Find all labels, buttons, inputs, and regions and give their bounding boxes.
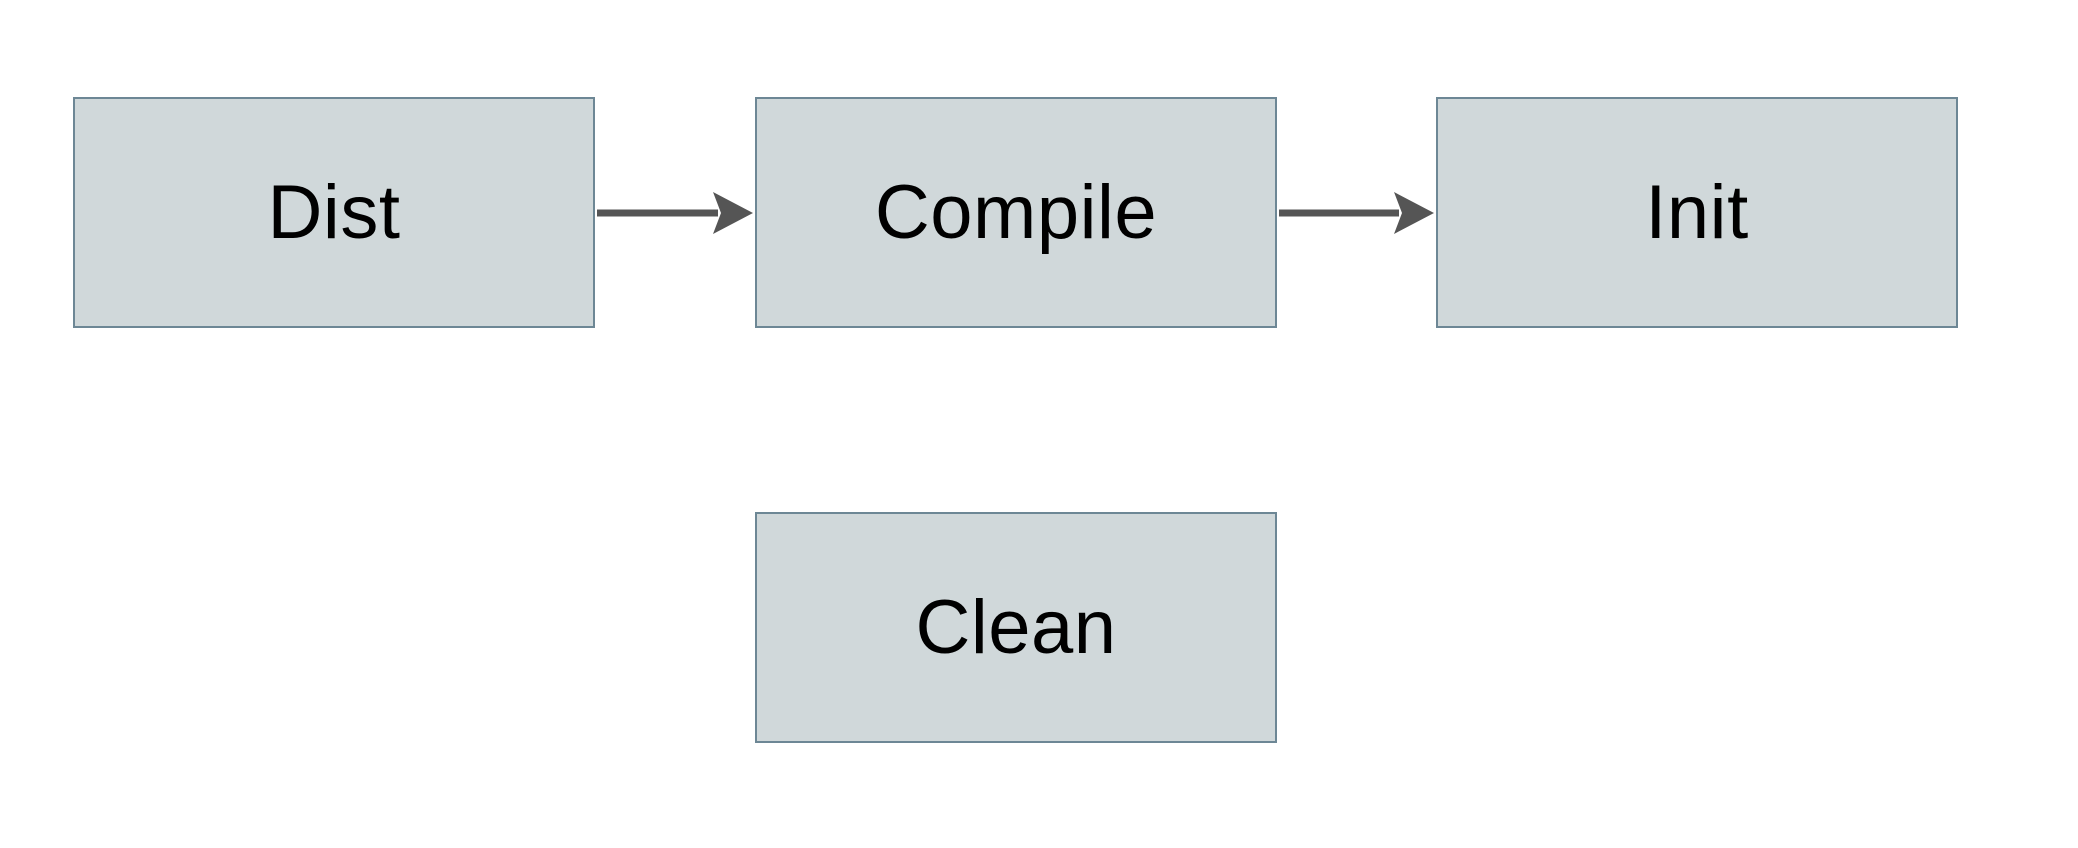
node-label-clean: Clean (915, 584, 1117, 670)
node-compile[interactable]: Compile (755, 97, 1277, 328)
node-clean[interactable]: Clean (755, 512, 1277, 743)
node-dist[interactable]: Dist (73, 97, 595, 328)
edge-compile-to-init (1279, 192, 1434, 234)
arrowhead-icon (713, 192, 753, 234)
node-label-init: Init (1645, 169, 1749, 255)
node-init[interactable]: Init (1436, 97, 1958, 328)
arrowhead-icon (1394, 192, 1434, 234)
node-label-dist: Dist (267, 169, 401, 255)
edge-dist-to-compile (597, 192, 753, 234)
node-label-compile: Compile (874, 169, 1158, 255)
